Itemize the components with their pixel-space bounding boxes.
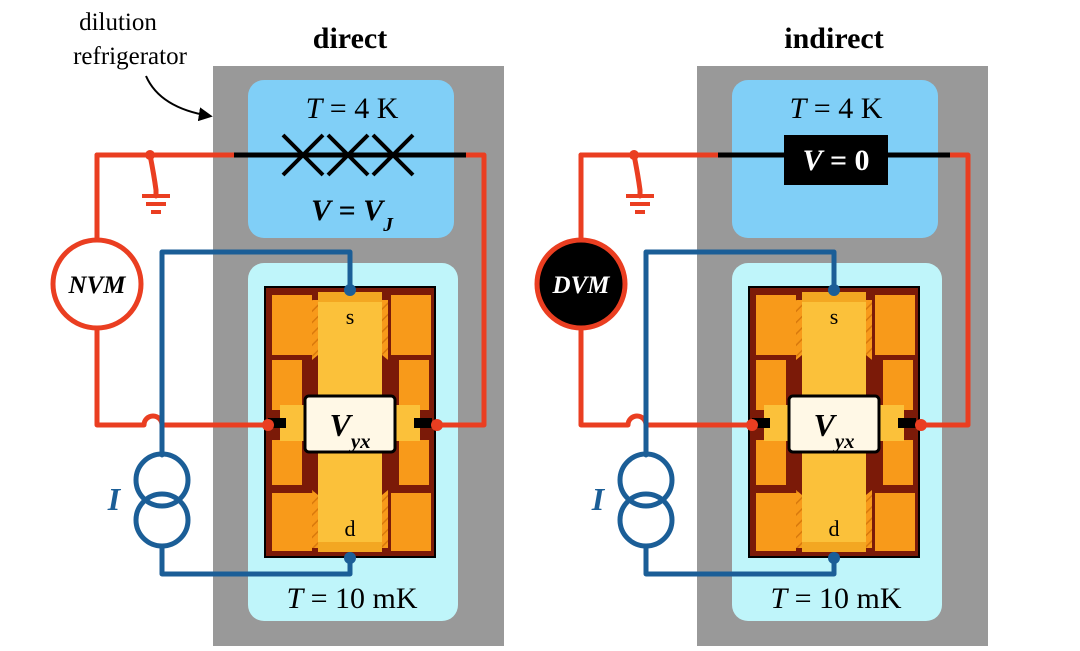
source-contact: [802, 292, 866, 302]
stage-4k-label-var: T: [306, 92, 325, 125]
contact-pad: [399, 440, 429, 485]
junction-dot: [746, 419, 758, 431]
junction-voltage-label-sub: J: [382, 215, 394, 236]
junction-dot: [262, 419, 274, 431]
junction-cross: [281, 133, 325, 177]
annotation-arrow: [145, 75, 213, 122]
contact-pad: [883, 360, 913, 410]
contact-pad: [391, 295, 431, 355]
source-dot: [828, 284, 840, 296]
panel-title: indirect: [784, 22, 883, 55]
hall-voltage-label-sub: yx: [832, 430, 855, 453]
junction-cross: [326, 133, 370, 177]
current-label: I: [591, 481, 606, 517]
stage-10mk-label-rest: = 10 mK: [303, 582, 418, 615]
voltmeter-label: NVM: [68, 272, 127, 299]
zero-voltage-label: V = 0: [802, 144, 869, 177]
drain-label: d: [829, 516, 840, 541]
contact-pad: [875, 295, 915, 355]
contact-pad: [756, 360, 786, 410]
source-label: s: [346, 304, 355, 329]
red-wire-right: [918, 152, 971, 428]
drain-contact: [318, 542, 382, 552]
junction-dot: [431, 419, 443, 431]
voltage-probe-right: [898, 418, 916, 428]
source-contact: [318, 292, 382, 302]
josephson-array: [234, 133, 466, 177]
blue-wire-bottom: [643, 544, 837, 577]
hall-bar-chip: s d Vyx: [748, 286, 920, 558]
zero-voltage-box: [784, 135, 888, 185]
annotation-line1: dilution: [79, 9, 157, 36]
voltmeter-body: [50, 237, 144, 331]
blue-wire-top: [643, 249, 837, 458]
junction-voltage-label-eq: =: [331, 194, 363, 227]
stage-10mk-label: T = 10 mK: [770, 582, 901, 615]
drain-label: d: [345, 516, 356, 541]
current-source-icon: [133, 451, 191, 549]
stage-4k-label-var: T: [790, 92, 809, 125]
stage-4k-label-rest: = 4 K: [322, 92, 398, 125]
stage-10mk-label-var: T: [770, 582, 789, 615]
contact-pad: [391, 493, 431, 551]
stage-4k-label: T = 4 K: [790, 92, 883, 125]
junction-dot: [915, 419, 927, 431]
contact-pad: [756, 493, 796, 551]
stage-10mk-label-rest: = 10 mK: [787, 582, 902, 615]
hall-voltage-label-var: V: [814, 407, 838, 443]
stage-10mk-label-var: T: [286, 582, 305, 615]
junction-cross: [371, 133, 415, 177]
hall-bar-chip: s d Vyx: [264, 286, 436, 558]
source-label: s: [830, 304, 839, 329]
contact-pad: [272, 493, 312, 551]
red-wire-right: [434, 152, 487, 428]
voltmeter-body: [534, 237, 628, 331]
junction-voltage-label-var2: V: [363, 194, 386, 227]
junction-voltage-label-var: V: [311, 194, 334, 227]
contact-pad: [399, 360, 429, 410]
drain-dot: [828, 552, 840, 564]
voltmeter-label: DVM: [552, 272, 611, 299]
blue-wire-bottom: [159, 544, 353, 577]
drain-dot: [344, 552, 356, 564]
contact-pad: [272, 295, 312, 355]
panel-title: direct: [313, 22, 387, 55]
hall-voltage-label-var: V: [330, 407, 354, 443]
contact-pad: [883, 440, 913, 485]
hall-voltage-label: Vyx: [814, 407, 855, 453]
voltmeter: DVM: [534, 237, 628, 331]
voltage-probe-left: [752, 418, 770, 428]
current-source-icon: [617, 451, 675, 549]
contact-pad: [756, 295, 796, 355]
voltmeter: NVM: [50, 237, 144, 331]
contact-pad: [756, 440, 786, 485]
annotation-line2: refrigerator: [73, 43, 187, 70]
contact-pad: [875, 493, 915, 551]
blue-wire-top: [159, 249, 353, 458]
hall-voltage-label-sub: yx: [348, 430, 371, 453]
ground-icon: [142, 150, 170, 214]
stage-4k-label: T = 4 K: [306, 92, 399, 125]
drain-contact: [802, 542, 866, 552]
contact-pad: [272, 360, 302, 410]
hall-voltage-box: [787, 394, 881, 454]
stage-4k-label-rest: = 4 K: [806, 92, 882, 125]
zero-voltage-element: V = 0: [718, 135, 950, 185]
voltage-probe-right: [414, 418, 432, 428]
current-label: I: [107, 481, 122, 517]
ground-icon: [626, 150, 654, 214]
dilution-refrigerator-annotation: dilution refrigerator: [73, 9, 213, 122]
voltage-probe-left: [268, 418, 286, 428]
stage-10mk-label: T = 10 mK: [286, 582, 417, 615]
source-dot: [344, 284, 356, 296]
hall-voltage-box: [303, 394, 397, 454]
contact-pad: [272, 440, 302, 485]
junction-voltage-label: V = VJ: [311, 194, 394, 236]
hall-voltage-label: Vyx: [330, 407, 371, 453]
